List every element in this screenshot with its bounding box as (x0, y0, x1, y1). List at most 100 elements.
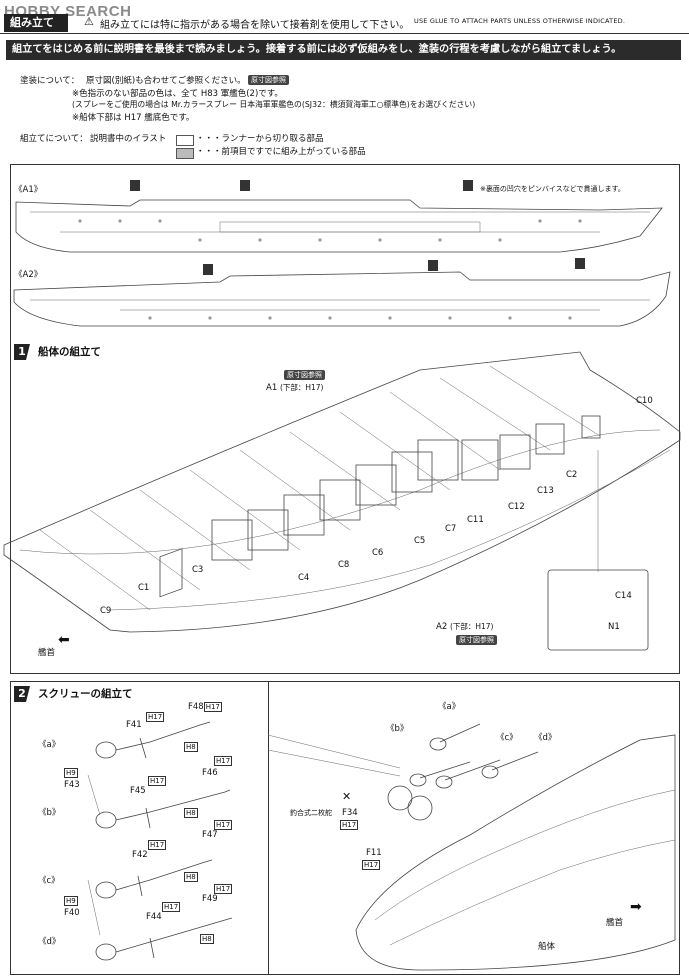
part-c9: C9 (100, 606, 112, 616)
painting-label: 塗装について： (20, 76, 80, 86)
right-group-a: 《a》 (438, 702, 461, 712)
right-group-d: 《d》 (534, 733, 557, 743)
part-f34-color-box: H17 (340, 820, 359, 830)
c14-inset (547, 569, 649, 651)
part-f49: F49 (202, 894, 218, 904)
hull-a2-label: 《A2》 (14, 270, 43, 280)
part-h9-a-box: H9 (64, 768, 78, 778)
part-h8-b: H8 (184, 808, 198, 818)
warning-icon: ⚠ (84, 15, 94, 28)
instruction-banner: 組立てをはじめる前に説明書を最後まで読みましょう。接着する前には必ず仮組みをし、… (6, 40, 681, 60)
bow-label: 艦首 (38, 648, 56, 658)
part-c6: C6 (372, 548, 384, 558)
part-h9-c-box: H9 (64, 896, 78, 906)
part-f45-color: H17 (148, 776, 167, 786)
step1-number: 1 (14, 344, 30, 360)
painting-line2: ※色指示のない部品の色は、全て H83 軍艦色(2)です。 (72, 89, 283, 99)
header-rule (0, 33, 689, 34)
part-h8-c: H8 (184, 872, 198, 882)
propeller-drawings (87, 721, 676, 971)
part-a1-text: A1 (266, 383, 278, 393)
part-n1: N1 (608, 622, 620, 632)
part-h8-d-box: H8 (200, 934, 214, 944)
fullsize-badge: 原寸図参照 (248, 75, 289, 85)
part-h9-a: H9 (64, 768, 78, 778)
assembly-intro: 説明書中のイラスト (90, 134, 167, 144)
part-c5: C5 (414, 536, 426, 546)
glue-cross-icon: ✕ (342, 790, 352, 803)
step2-bow-label: 艦首 (606, 918, 624, 928)
assembly-label: 組立てについて： (20, 134, 88, 144)
part-f42-color: H17 (148, 840, 167, 850)
part-c4: C4 (298, 573, 310, 583)
part-f48-color: H17 (203, 702, 222, 712)
part-f34-color: H17 (340, 820, 359, 830)
part-f11: F11 (366, 848, 382, 858)
hull-assembly-drawing (3, 351, 681, 651)
part-f49-color-box: H17 (214, 884, 233, 894)
part-a2-text: A2 (436, 622, 448, 632)
part-f45: F45 (130, 786, 146, 796)
step2-group-a: 《a》 (38, 740, 61, 750)
bow-arrow-icon: ⬅ (58, 632, 70, 648)
step1-frame (10, 164, 680, 674)
step2-group-d: 《d》 (38, 937, 61, 947)
step2-divider (268, 681, 269, 975)
step1-fullsize-badge-2: 原寸図参照 (456, 635, 497, 645)
step2-group-c: 《c》 (38, 876, 60, 886)
part-h8-d: H8 (200, 934, 214, 944)
part-a2: A2 (下部：H17) (436, 621, 493, 632)
painting-line3: (スプレーをご使用の場合は Mr.カラースプレー 日本海軍軍艦色の(SJ32：横… (72, 100, 476, 109)
part-c3: C3 (192, 565, 204, 575)
part-f41-color-box: H17 (146, 712, 165, 722)
step2-frame (10, 681, 680, 975)
hull-a1-label: 《A1》 (14, 185, 43, 195)
legend-chip-white (176, 130, 194, 149)
part-c1: C1 (138, 583, 150, 593)
part-h9-c: H9 (64, 896, 78, 906)
part-c13: C13 (537, 486, 554, 496)
step2-title: スクリューの組立て (38, 688, 133, 700)
part-f44-color: H17 (162, 902, 181, 912)
legend-runner: ・・・ランナーから切り取る部品 (196, 134, 324, 144)
part-f11-color-box: H17 (362, 860, 381, 870)
legend-assembled: ・・・前項目ですでに組み上がっている部品 (196, 147, 366, 157)
section-tab: 組み立て (4, 14, 68, 32)
step2-number: 2 (14, 686, 30, 702)
bow-arrow-right-icon: ➡ (630, 899, 642, 915)
part-c12: C12 (508, 502, 525, 512)
part-c10: C10 (636, 396, 653, 406)
step2-group-b: 《b》 (38, 808, 61, 818)
rudder-note: 釣合式二枚舵 (290, 809, 332, 817)
right-group-b: 《b》 (386, 724, 409, 734)
part-f48-text: F48 (188, 702, 204, 712)
part-f34: F34 (342, 808, 358, 818)
part-c2: C2 (566, 470, 578, 480)
step1-title: 船体の組立て (38, 346, 101, 358)
part-f41: F41 (126, 720, 142, 730)
step1-fullsize-badge: 原寸図参照 (284, 370, 325, 380)
part-f47: F47 (202, 830, 218, 840)
glue-warning-en: USE GLUE TO ATTACH PARTS UNLESS OTHERWIS… (414, 17, 626, 25)
painting-line1: 原寸図(別紙)も合わせてご参照ください。 (86, 76, 246, 86)
part-f42: F42 (132, 850, 148, 860)
hull-label: 船体 (538, 942, 556, 952)
hull-a1-note: ※裏面の凹穴をピンバイスなどで貫通します。 (480, 185, 625, 193)
part-c8: C8 (338, 560, 350, 570)
part-h8-c-box: H8 (184, 872, 198, 882)
right-group-c: 《c》 (496, 733, 518, 743)
part-f46-color: H17 (214, 756, 233, 766)
part-a2-sub: (下部：H17) (449, 622, 494, 631)
part-a1-sub: (下部：H17) (279, 383, 324, 392)
part-f43: F43 (64, 780, 80, 790)
hull-profiles (13, 180, 671, 327)
legend-chip-gray (176, 143, 194, 162)
part-h8-b-box: H8 (184, 808, 198, 818)
part-c14: C14 (615, 591, 632, 601)
part-f44-color-box: H17 (162, 902, 181, 912)
part-f44: F44 (146, 912, 162, 922)
part-c7: C7 (445, 524, 457, 534)
part-h8-a: H8 (184, 742, 198, 752)
part-f47-color-box: H17 (214, 820, 233, 830)
